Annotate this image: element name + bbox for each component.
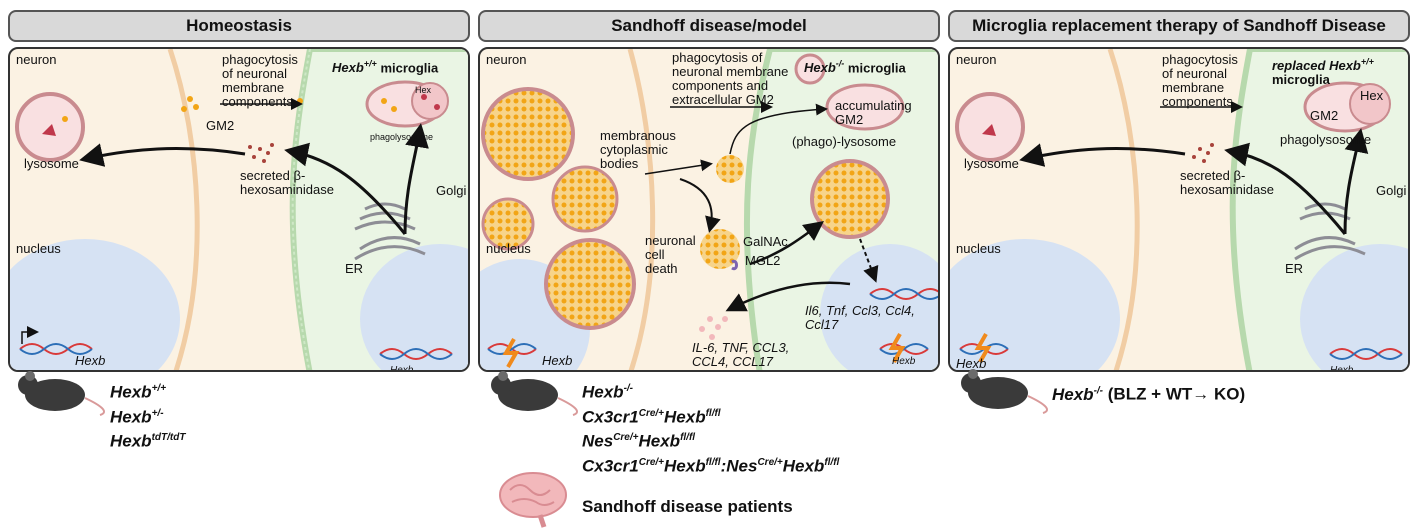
nucleus-blob	[10, 239, 180, 370]
label-microglia: replaced Hexb+/+ microglia	[1272, 57, 1374, 88]
genotype-therapy: Hexb-/- (BLZ + WT→ KO)	[1052, 384, 1246, 404]
label-cytokine-proteins: IL-6, TNF, CCL3, CCL4, CCL17	[692, 340, 790, 369]
label-lysosome: lysosome	[24, 156, 79, 171]
label-golgi: Golgi	[1376, 183, 1407, 198]
label-gm2: GM2	[206, 118, 235, 133]
label-phago-lysosome: (phago)-lysosome	[792, 134, 897, 149]
label-phagocytosis: phagocytosis of neuronal membrane compon…	[1162, 52, 1238, 109]
genotype-list-2: Hexb-/- Cx3cr1Cre/+Hexbfl/fl NesCre/+Hex…	[582, 382, 840, 476]
panel-sandhoff: neuron Hexb-/- microglia phagocytosis of…	[478, 47, 940, 372]
panel-title: Microglia replacement therapy of Sandhof…	[972, 16, 1386, 35]
panel-therapy: neuron replaced Hexb+/+ microglia phagoc…	[948, 47, 1410, 372]
label-hex: Hex	[415, 85, 432, 95]
label-death: neuronal cell death	[645, 233, 696, 276]
panel-therapy-art	[950, 49, 1408, 370]
mcb-large	[481, 87, 575, 181]
label-secreted: secreted β-hexosaminidase	[1180, 168, 1274, 197]
label-phagolysosome: phagolysosome	[1280, 132, 1372, 147]
panel-header-sandhoff: Sandhoff disease/model	[478, 10, 940, 42]
label-phagocytosis: phagocytosis of neuronal membrane compon…	[672, 50, 789, 107]
panel-sandhoff-art	[480, 49, 938, 370]
mouse-icon	[491, 371, 578, 416]
label-golgi: Golgi	[436, 183, 467, 198]
label-cytokine-genes: Il6, Tnf, Ccl3, Ccl4, Ccl17	[805, 303, 915, 332]
label-nucleus: nucleus	[486, 241, 531, 256]
label-er: ER	[1285, 261, 1304, 276]
panel-header-therapy: Microglia replacement therapy of Sandhof…	[948, 10, 1410, 42]
label-lysosome: lysosome	[964, 156, 1019, 171]
label-phagolysosome: phagolysosome	[370, 132, 434, 142]
label-er: ER	[345, 261, 364, 276]
phago-lysosome-icon	[810, 159, 890, 239]
label-phagocytosis: phagocytosis of neuronal membrane compon…	[222, 52, 298, 109]
label-galnac: GalNAc	[743, 234, 788, 249]
label-mgl2: MGL2	[745, 253, 781, 268]
label-neuron: neuron	[16, 52, 57, 67]
panel-header-homeostasis: Homeostasis	[8, 10, 470, 42]
label-accumulating: accumulating GM2	[835, 98, 912, 127]
label-gene-microglia: Hexb	[892, 356, 916, 367]
label-gene: Hexb	[542, 353, 573, 368]
panel-title: Homeostasis	[186, 16, 292, 35]
label-patients: Sandhoff disease patients	[582, 497, 793, 516]
mouse-icon	[18, 371, 105, 416]
label-gm2: GM2	[1310, 108, 1339, 123]
panel-homeostasis: neuron Hexb+/+ microglia phagocytosis of…	[8, 47, 470, 372]
label-neuron: neuron	[486, 52, 527, 67]
genotype-list-1: Hexb+/+Hexb+/-HexbtdT/tdT	[110, 382, 186, 451]
mouse-icon	[961, 369, 1048, 414]
label-nucleus: nucleus	[16, 241, 61, 256]
label-gene-microglia: Hexb	[1330, 365, 1354, 372]
label-neuron: neuron	[956, 52, 997, 67]
lightning-icon	[502, 338, 520, 368]
label-gene: Hexb	[956, 356, 987, 371]
label-microglia: Hexb+/+ microglia	[332, 59, 439, 76]
label-hex: Hex	[1360, 88, 1384, 103]
panel-title: Sandhoff disease/model	[611, 16, 807, 35]
panel-homeostasis-art	[10, 49, 468, 370]
label-gene-microglia: Hexb	[390, 365, 414, 372]
label-gene: Hexb	[75, 353, 106, 368]
label-nucleus: nucleus	[956, 241, 1001, 256]
label-secreted: secreted β-hexosaminidase	[240, 168, 334, 197]
brain-icon	[499, 472, 567, 528]
label-mcb: membranous cytoplasmic bodies	[600, 128, 676, 171]
label-microglia: Hexb-/- microglia	[804, 59, 906, 76]
